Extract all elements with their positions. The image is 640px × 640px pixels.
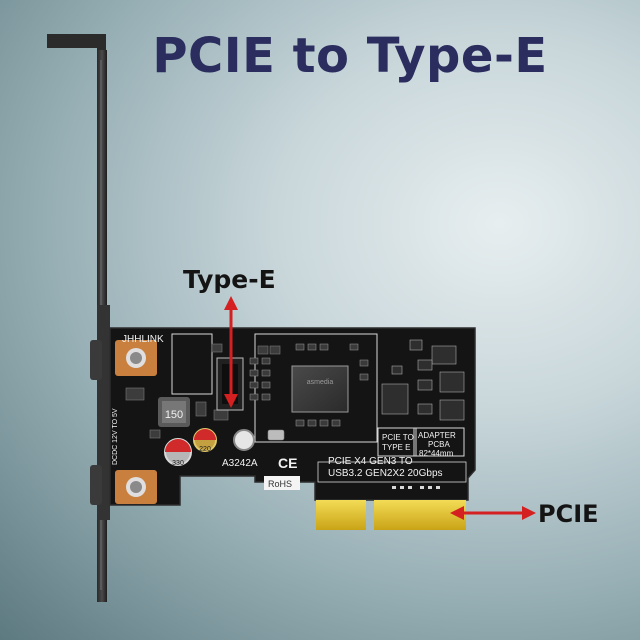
dcdc-side-label: DCDC 12V TO 5V xyxy=(112,408,119,465)
description-line-1: PCIE X4 GEN3 TO xyxy=(328,456,413,467)
capacitor-1-label: 330 xyxy=(172,460,184,467)
type-e-callout-label: Type-E xyxy=(183,265,276,294)
resistor-array xyxy=(249,343,369,427)
rohs-label: RoHS xyxy=(268,479,292,489)
pcie-gold-fingers xyxy=(316,500,466,530)
pcie-arrow xyxy=(450,506,536,520)
metal-bracket xyxy=(47,34,110,602)
pcie-callout-label: PCIE xyxy=(538,500,599,528)
mounting-hole xyxy=(233,429,255,451)
pcie-to-line-2: TYPE E xyxy=(382,443,410,452)
capacitor-2-label: 220 xyxy=(199,446,211,453)
ce-mark: CE xyxy=(278,455,297,471)
adapter-line-1: ADAPTER xyxy=(418,431,456,440)
page-title: PCIE to Type-E xyxy=(152,28,548,84)
capacitor-1: 330 xyxy=(164,438,192,467)
pcb-board xyxy=(109,327,476,506)
asmedia-chip: asmedia xyxy=(291,365,349,413)
mounting-pad-bottom xyxy=(115,470,157,504)
smd-components-left xyxy=(125,343,281,439)
rohs-sticker: RoHS xyxy=(264,476,300,490)
model-label: A3242A xyxy=(222,458,258,469)
brand-label: JHHLINK xyxy=(122,334,164,345)
type-e-arrow xyxy=(224,296,238,408)
mounting-pad-top xyxy=(115,340,157,376)
capacitor-2: 220 xyxy=(193,428,217,453)
description-line-2: USB3.2 GEN2X2 20Gbps xyxy=(328,468,443,479)
crystal-oscillator xyxy=(267,429,285,441)
smd-pads-lower xyxy=(392,486,440,489)
voltage-regulators xyxy=(381,339,465,421)
adapter-line-3: 82*44mm xyxy=(419,449,454,458)
pcie-to-line-1: PCIE TO xyxy=(382,433,414,442)
chip-label: asmedia xyxy=(307,379,334,386)
inductor-label: 150 xyxy=(165,409,183,421)
inductor: 150 xyxy=(158,397,190,427)
adapter-line-2: PCBA xyxy=(428,440,450,449)
